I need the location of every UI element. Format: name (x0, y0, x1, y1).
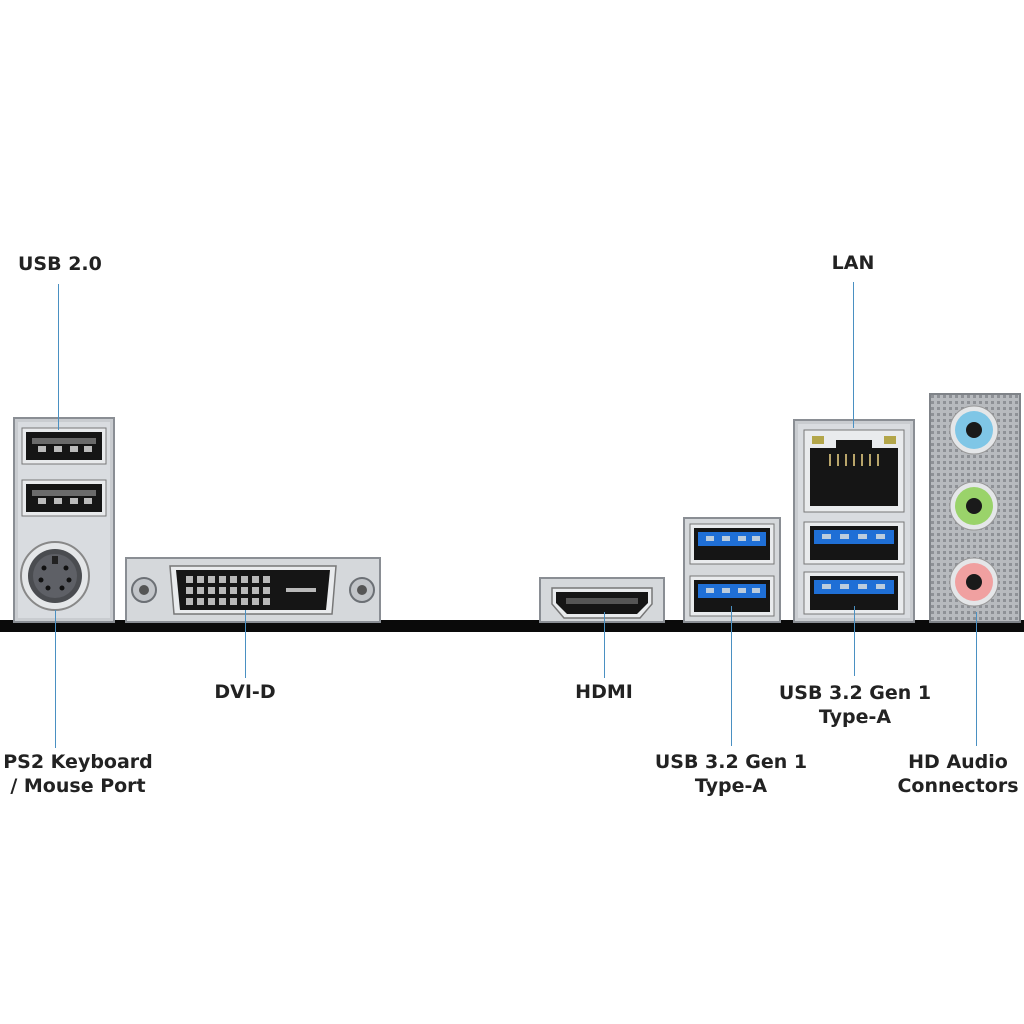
leader-line-lan (853, 282, 854, 428)
hdmi-port (539, 577, 665, 623)
dvi-d-port (125, 557, 381, 623)
usb32-middle-port-bottom (689, 575, 775, 617)
leader-line-audio (976, 612, 977, 746)
io-shield-baseline (0, 620, 1024, 632)
audio-jack-blue (949, 405, 999, 455)
usb20-port-top (21, 427, 107, 465)
leader-line-dvi (245, 610, 246, 678)
usb32-middle-port-top (689, 523, 775, 565)
lan-port (803, 429, 905, 513)
usb20-ps2-stack (13, 417, 115, 623)
label-usb32-right: USB 3.2 Gen 1 Type-A (760, 681, 950, 729)
label-usb20: USB 2.0 (18, 253, 102, 275)
audio-jack-pink (949, 557, 999, 607)
label-hd-audio: HD Audio Connectors (892, 750, 1024, 798)
usb32-stack-middle (683, 517, 781, 623)
label-usb32-middle-line2: Type-A (694, 775, 768, 797)
leader-line-hdmi (604, 612, 605, 678)
label-hdmi: HDMI (575, 681, 633, 703)
ps2-port (20, 541, 90, 611)
label-usb32-right-line1: USB 3.2 Gen 1 (778, 682, 932, 704)
label-ps2-line1: PS2 Keyboard (3, 751, 153, 773)
usb20-port-bottom (21, 479, 107, 517)
label-usb32-middle: USB 3.2 Gen 1 Type-A (636, 750, 826, 798)
leader-line-usb20 (58, 284, 59, 430)
label-ps2: PS2 Keyboard / Mouse Port (0, 750, 156, 798)
hd-audio-jacks (929, 393, 1021, 623)
label-dvi-d: DVI-D (214, 681, 276, 703)
leader-line-usb32-mid (731, 606, 732, 746)
leader-line-usb32-right (854, 606, 855, 676)
label-lan: LAN (831, 252, 875, 274)
audio-jack-green (949, 481, 999, 531)
label-ps2-line2: / Mouse Port (10, 775, 146, 797)
usb32-right-port-top (803, 521, 905, 565)
label-hd-audio-line2: Connectors (897, 775, 1019, 797)
leader-line-ps2 (55, 610, 56, 748)
lan-usb32-stack-right (793, 419, 915, 623)
label-hd-audio-line1: HD Audio (908, 751, 1008, 773)
usb32-right-port-bottom (803, 571, 905, 615)
label-usb32-middle-line1: USB 3.2 Gen 1 (654, 751, 808, 773)
label-usb32-right-line2: Type-A (818, 706, 892, 728)
